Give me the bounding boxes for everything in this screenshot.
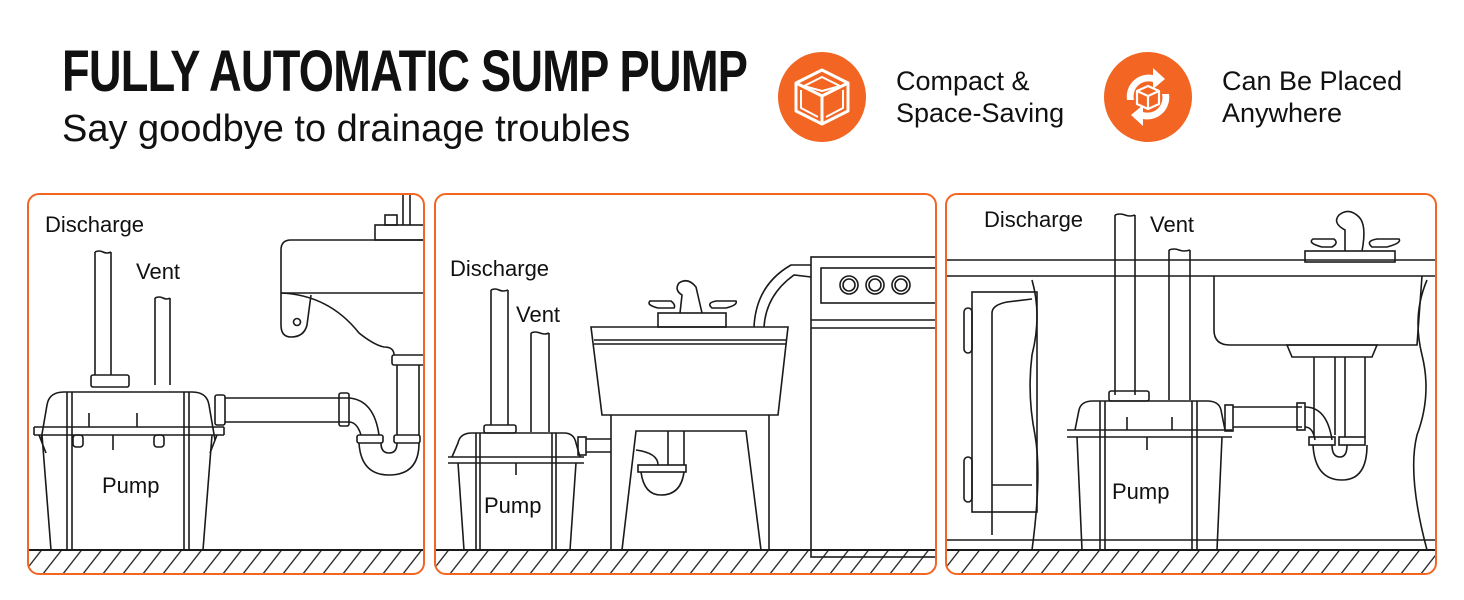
vent-label: Vent [136,259,181,284]
feature-compact-line1: Compact & [896,66,1030,96]
feature-placement-line2: Anywhere [1222,98,1343,128]
pump-label: Pump [484,493,542,518]
pump-label: Pump [1112,479,1170,504]
vent-label: Vent [516,302,561,327]
rotate-cube-icon [1104,52,1192,142]
page-subtitle: Say goodbye to drainage troubles [62,108,631,150]
panel-laundry: Discharge Vent Pump [434,193,937,575]
laundry-illustration [436,256,935,573]
panel-wall-sink: Discharge Vent Pump [27,193,425,575]
page-title: FULLY AUTOMATIC SUMP PUMP [62,39,748,104]
feature-compact-line2: Space-Saving [896,98,1065,128]
discharge-label: Discharge [450,256,550,281]
feature-compact: Compact & Space-Saving [778,52,1064,142]
pump-label: Pump [102,473,160,498]
panel-cabinet: Discharge Vent Pump [945,193,1437,575]
feature-placement-line1: Can Be Placed [1222,66,1403,96]
discharge-label: Discharge [984,207,1084,232]
feature-placement: Can Be Placed Anywhere [1104,52,1402,142]
vent-label: Vent [1150,212,1195,237]
cabinet-illustration [947,210,1435,573]
cube-icon [778,52,866,142]
wall-sink-illustration [29,195,423,573]
discharge-label: Discharge [45,212,145,237]
